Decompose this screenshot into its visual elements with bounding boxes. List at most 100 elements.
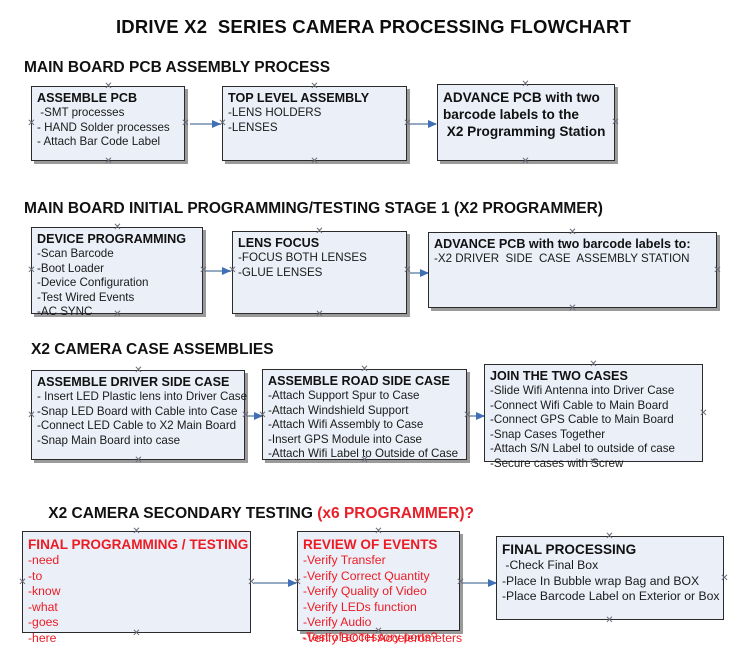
node-line: -GLUE LENSES	[238, 265, 323, 279]
node-advance-pcb-driver-side-station[interactable]: ADVANCE PCB with two barcode labels to: …	[428, 232, 717, 308]
section-heading-4-accent: (x6 PROGRAMMER)?	[317, 505, 474, 522]
connection-handle-icon	[134, 456, 143, 465]
connection-handle-icon	[605, 532, 614, 541]
connection-handle-icon	[113, 223, 122, 232]
node-line: - HAND Solder processes	[37, 120, 170, 134]
connection-handle-icon	[134, 366, 143, 375]
connection-handle-icon	[605, 616, 614, 625]
connection-handle-icon	[132, 629, 141, 638]
node-overflow-line: -Test of accessory ports?	[302, 630, 438, 644]
section-heading-2: MAIN BOARD INITIAL PROGRAMMING/TESTING S…	[24, 200, 603, 217]
node-title: ASSEMBLE ROAD SIDE CASE	[268, 374, 450, 388]
node-advance-pcb-programming-station[interactable]: ADVANCE PCB with two barcode labels to t…	[437, 84, 615, 161]
connection-handle-icon	[27, 411, 36, 420]
node-title: FINAL PROGRAMMING / TESTING	[28, 537, 249, 552]
connection-handle-icon	[589, 360, 598, 369]
node-line: -here	[28, 630, 57, 645]
node-title: REVIEW OF EVENTS	[303, 537, 438, 552]
connector-arrow	[463, 578, 497, 587]
node-title: FINAL PROCESSING	[502, 542, 637, 557]
connection-handle-icon	[132, 527, 141, 536]
node-line: -Attach Wifi Label to Outside of Case	[268, 447, 459, 461]
connector-arrow	[410, 268, 429, 277]
connection-handle-icon	[104, 82, 113, 91]
node-review-of-events[interactable]: REVIEW OF EVENTS -Verify Transfer -Verif…	[297, 531, 462, 645]
node-line: -Verify LEDs function	[303, 599, 417, 614]
node-line: -Attach Support Spur to Case	[268, 389, 420, 402]
node-line: -AC SYNC	[37, 305, 93, 319]
node-top-level-assembly[interactable]: TOP LEVEL ASSEMBLY -LENS HOLDERS -LENSES	[222, 86, 407, 161]
node-final-processing[interactable]: FINAL PROCESSING -Check Final Box -Place…	[496, 536, 724, 620]
node-line: -Place In Bubble wrap Bag and BOX	[502, 573, 700, 588]
node-line: -Connect Wifi Cable to Main Board	[490, 398, 669, 412]
node-title: ADVANCE PCB with two barcode labels to:	[434, 237, 691, 251]
section-heading-3: X2 CAMERA CASE ASSEMBLIES	[31, 341, 274, 358]
node-title: ASSEMBLE DRIVER SIDE CASE	[37, 375, 230, 389]
connection-handle-icon	[258, 411, 267, 420]
node-line: -Connect LED Cable to X2 Main Board	[37, 419, 237, 433]
node-line: -X2 DRIVER SIDE CASE ASSEMBLY STATION	[434, 252, 690, 265]
node-line: -Attach Wifi Assembly to Case	[268, 418, 424, 432]
node-line: -Scan Barcode	[37, 247, 114, 260]
node-line: - Attach Bar Code Label	[37, 135, 161, 149]
node-title: ASSEMBLE PCB	[37, 91, 138, 105]
connection-handle-icon	[310, 82, 319, 91]
node-line: -Verify Audio	[303, 615, 372, 630]
connection-handle-icon	[310, 157, 319, 166]
node-line: -to	[28, 568, 43, 583]
node-assemble-driver-side-case[interactable]: ASSEMBLE DRIVER SIDE CASE - Insert LED P…	[31, 370, 248, 460]
connection-handle-icon	[720, 574, 729, 583]
node-line: - Insert LED Plastic lens into Driver Ca…	[37, 390, 248, 403]
connection-handle-icon	[315, 227, 324, 236]
node-line: -Attach S/N Label to outside of case	[490, 442, 675, 456]
connection-handle-icon	[589, 458, 598, 467]
connection-handle-icon	[713, 266, 722, 275]
connector-arrow	[470, 411, 485, 420]
connection-handle-icon	[374, 627, 383, 636]
node-line: -Check Final Box	[502, 558, 599, 572]
node-line: -LENSES	[228, 120, 278, 134]
node-line: -Test Wired Events	[37, 290, 135, 304]
connection-handle-icon	[104, 157, 113, 166]
connection-handle-icon	[27, 266, 36, 275]
node-line: -Boot Loader	[37, 261, 105, 275]
node-assemble-pcb[interactable]: ASSEMBLE PCB -SMT processes - HAND Solde…	[31, 86, 185, 161]
connection-handle-icon	[521, 80, 530, 89]
node-line: -know	[28, 584, 61, 599]
connector-arrow	[254, 578, 297, 587]
node-final-programming-testing[interactable]: FINAL PROGRAMMING / TESTING -need -to -k…	[22, 531, 251, 645]
node-lens-focus[interactable]: LENS FOCUS -FOCUS BOTH LENSES -GLUE LENS…	[232, 231, 407, 314]
node-line: -Verify Correct Quantity	[303, 568, 430, 583]
node-line: -Verify BOTH Accelerometers	[303, 630, 463, 645]
node-title-line2: barcode labels to the	[443, 107, 579, 122]
node-line: -goes	[28, 615, 59, 630]
connection-handle-icon	[315, 310, 324, 319]
connector-arrow	[410, 119, 437, 128]
node-line: -Connect GPS Cable to Main Board	[490, 413, 674, 427]
node-line: -Secure cases with Screw	[490, 456, 624, 470]
section-heading-4-text: X2 CAMERA SECONDARY TESTING	[48, 505, 318, 522]
node-line: -Device Configuration	[37, 276, 149, 290]
connection-handle-icon	[568, 304, 577, 313]
connection-handle-icon	[611, 118, 620, 127]
node-line: -SMT processes	[37, 106, 125, 119]
node-line: -FOCUS BOTH LENSES	[238, 251, 367, 264]
node-line: -what	[28, 599, 58, 614]
node-title: ADVANCE PCB with two	[443, 90, 600, 105]
node-line: -need	[28, 553, 60, 567]
node-title: DEVICE PROGRAMMING	[37, 232, 187, 246]
node-line: -Place Barcode Label on Exterior or Box	[502, 589, 720, 604]
node-join-the-two-cases[interactable]: JOIN THE TWO CASES -Slide Wifi Antenna i…	[484, 364, 703, 470]
node-line: -Verify Quality of Video	[303, 584, 427, 599]
connection-handle-icon	[293, 578, 302, 587]
node-assemble-road-side-case[interactable]: ASSEMBLE ROAD SIDE CASE -Attach Support …	[262, 369, 467, 460]
connection-handle-icon	[181, 119, 190, 128]
node-line: -Insert GPS Module into Case	[268, 432, 423, 446]
connection-handle-icon	[18, 578, 27, 587]
node-line: -Slide Wifi Antenna into Driver Case	[490, 384, 675, 397]
node-line: -Snap LED Board with Cable into Case	[37, 404, 238, 418]
node-line: -Snap Cases Together	[490, 427, 606, 441]
node-device-programming[interactable]: DEVICE PROGRAMMING -Scan Barcode -Boot L…	[31, 227, 203, 318]
connection-handle-icon	[521, 157, 530, 166]
node-line: -Verify Transfer	[303, 553, 386, 567]
